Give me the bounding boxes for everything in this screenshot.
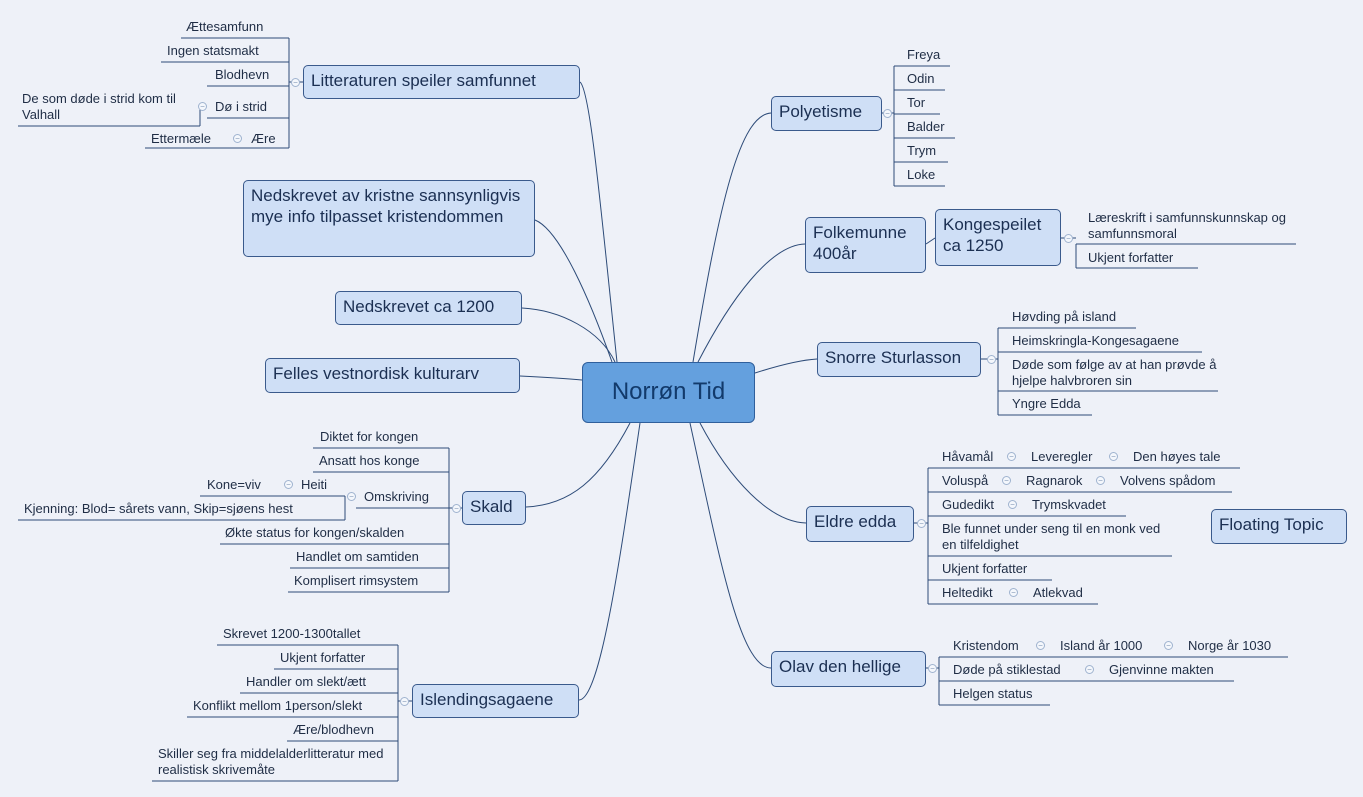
sub-kjenning[interactable]: Kjenning: Blod= sårets vann, Skip=sjøens… bbox=[24, 501, 293, 516]
sub-dode-stiklestad[interactable]: Døde på stiklestad bbox=[953, 662, 1061, 677]
collapse-icon[interactable]: − bbox=[1036, 641, 1045, 650]
sub-laereskrift[interactable]: Læreskrift i samfunnskunnskap og samfunn… bbox=[1088, 210, 1286, 241]
collapse-icon[interactable]: − bbox=[198, 102, 207, 111]
sub-funnet-under-seng[interactable]: Ble funnet under seng til en monk ved en… bbox=[942, 521, 1161, 552]
collapse-icon[interactable]: − bbox=[233, 134, 242, 143]
collapse-icon[interactable]: − bbox=[1164, 641, 1173, 650]
sub-heimskringla[interactable]: Heimskringla-Kongesagaene bbox=[1012, 333, 1179, 348]
sub-ragnarok[interactable]: Ragnarok bbox=[1026, 473, 1083, 488]
sub-freya[interactable]: Freya bbox=[907, 47, 941, 62]
sub-trym[interactable]: Trym bbox=[907, 143, 937, 158]
collapse-icon[interactable]: − bbox=[1007, 452, 1016, 461]
collapse-icon[interactable]: − bbox=[1009, 588, 1018, 597]
sub-konflikt[interactable]: Konflikt mellom 1person/slekt bbox=[193, 698, 363, 713]
sub-do-i-strid[interactable]: Dø i strid bbox=[215, 99, 267, 114]
collapse-icon[interactable]: − bbox=[1002, 476, 1011, 485]
collapse-icon[interactable]: − bbox=[1085, 665, 1094, 674]
sub-heltedikt[interactable]: Heltedikt bbox=[942, 585, 993, 600]
sub-aere-blodhevn[interactable]: Ære/blodhevn bbox=[293, 722, 374, 737]
collapse-icon[interactable]: − bbox=[284, 480, 293, 489]
sub-tor[interactable]: Tor bbox=[907, 95, 926, 110]
collapse-icon[interactable]: − bbox=[928, 664, 937, 673]
topic-polyteisme[interactable]: Polyetisme bbox=[771, 96, 882, 131]
topic-felles-kulturarv[interactable]: Felles vestnordisk kulturarv bbox=[265, 358, 520, 393]
topic-folkemunne[interactable]: Folkemunne 400år bbox=[805, 217, 926, 273]
collapse-icon[interactable]: − bbox=[1109, 452, 1118, 461]
sub-kone-viv[interactable]: Kone=viv bbox=[207, 477, 261, 492]
sub-voluspa[interactable]: Voluspå bbox=[942, 473, 989, 488]
collapse-icon[interactable]: − bbox=[1096, 476, 1105, 485]
sub-aettesamfunn[interactable]: Ættesamfunn bbox=[186, 19, 264, 34]
topic-snorre[interactable]: Snorre Sturlasson bbox=[817, 342, 981, 377]
sub-ettermaele[interactable]: Ettermæle bbox=[151, 131, 211, 146]
sub-slekt-aett[interactable]: Handler om slekt/ætt bbox=[246, 674, 366, 689]
topic-eldre-edda[interactable]: Eldre edda bbox=[806, 506, 914, 542]
sub-atlekvad[interactable]: Atlekvad bbox=[1033, 585, 1083, 600]
sub-handlet-om-samtiden[interactable]: Handlet om samtiden bbox=[296, 549, 419, 564]
sub-loke[interactable]: Loke bbox=[907, 167, 936, 182]
topic-olav[interactable]: Olav den hellige bbox=[771, 651, 926, 687]
topic-kongespeilet[interactable]: Kongespeilet ca 1250 bbox=[935, 209, 1061, 266]
floating-topic[interactable]: Floating Topic bbox=[1211, 509, 1347, 544]
sub-diktet-for-kongen[interactable]: Diktet for kongen bbox=[320, 429, 419, 444]
collapse-icon[interactable]: − bbox=[1008, 500, 1017, 509]
sub-valhall[interactable]: De som døde i strid kom til Valhall bbox=[22, 91, 176, 122]
sub-havamal[interactable]: Håvamål bbox=[942, 449, 994, 464]
sub-yngre-edda[interactable]: Yngre Edda bbox=[1012, 396, 1081, 411]
sub-skiller-seg[interactable]: Skiller seg fra middelalderlitteratur me… bbox=[158, 746, 384, 777]
collapse-icon[interactable]: − bbox=[883, 109, 892, 118]
collapse-icon[interactable]: − bbox=[400, 697, 409, 706]
sub-kristendom[interactable]: Kristendom bbox=[953, 638, 1019, 653]
sub-gudedikt[interactable]: Gudedikt bbox=[942, 497, 995, 512]
sub-hoyes-tale[interactable]: Den høyes tale bbox=[1133, 449, 1221, 464]
topic-islendingsagaene[interactable]: Islendingsagaene bbox=[412, 684, 579, 718]
sub-ansatt-hos-konge[interactable]: Ansatt hos konge bbox=[319, 453, 420, 468]
sub-gjenvinne-makten[interactable]: Gjenvinne makten bbox=[1109, 662, 1214, 677]
sub-aere[interactable]: Ære bbox=[251, 131, 276, 146]
topic-nedskrevet-1200[interactable]: Nedskrevet ca 1200 bbox=[335, 291, 522, 325]
sub-helgen-status[interactable]: Helgen status bbox=[953, 686, 1033, 701]
topic-litteraturen[interactable]: Litteraturen speiler samfunnet bbox=[303, 65, 580, 99]
collapse-icon[interactable]: − bbox=[1064, 234, 1073, 243]
collapse-icon[interactable]: − bbox=[987, 355, 996, 364]
sub-ukjent-forfatter-edda[interactable]: Ukjent forfatter bbox=[942, 561, 1028, 576]
topic-skald[interactable]: Skald bbox=[462, 491, 526, 525]
collapse-icon[interactable]: − bbox=[917, 519, 926, 528]
sub-odin[interactable]: Odin bbox=[907, 71, 935, 86]
sub-island-1000[interactable]: Island år 1000 bbox=[1060, 638, 1143, 653]
sub-okte-status[interactable]: Økte status for kongen/skalden bbox=[225, 525, 405, 540]
collapse-icon[interactable]: − bbox=[452, 504, 461, 513]
central-topic[interactable]: Norrøn Tid bbox=[582, 362, 755, 423]
sub-rimsystem[interactable]: Komplisert rimsystem bbox=[294, 573, 419, 588]
sub-blodhevn[interactable]: Blodhevn bbox=[215, 67, 270, 82]
collapse-icon[interactable]: − bbox=[291, 78, 300, 87]
sub-ukjent-forfatter[interactable]: Ukjent forfatter bbox=[280, 650, 366, 665]
sub-skrevet-1200[interactable]: Skrevet 1200-1300tallet bbox=[223, 626, 361, 641]
collapse-icon[interactable]: − bbox=[347, 492, 356, 501]
sub-dode-halvbror[interactable]: Døde som følge av at han prøvde å hjelpe… bbox=[1012, 357, 1217, 388]
sub-ukjent-forfatter-kongespeilet[interactable]: Ukjent forfatter bbox=[1088, 250, 1174, 265]
sub-omskriving[interactable]: Omskriving bbox=[364, 489, 430, 504]
sub-heiti[interactable]: Heiti bbox=[301, 477, 328, 492]
sub-ingen-statsmakt[interactable]: Ingen statsmakt bbox=[167, 43, 259, 58]
sub-norge-1030[interactable]: Norge år 1030 bbox=[1188, 638, 1272, 653]
sub-volvens-spadom[interactable]: Volvens spådom bbox=[1120, 473, 1216, 488]
sub-leveregler[interactable]: Leveregler bbox=[1031, 449, 1093, 464]
sub-hovding[interactable]: Høvding på island bbox=[1012, 309, 1117, 324]
sub-balder[interactable]: Balder bbox=[907, 119, 945, 134]
topic-nedskrevet-kristne[interactable]: Nedskrevet av kristne sannsynligvis mye … bbox=[243, 180, 535, 257]
sub-trymskvadet[interactable]: Trymskvadet bbox=[1032, 497, 1106, 512]
